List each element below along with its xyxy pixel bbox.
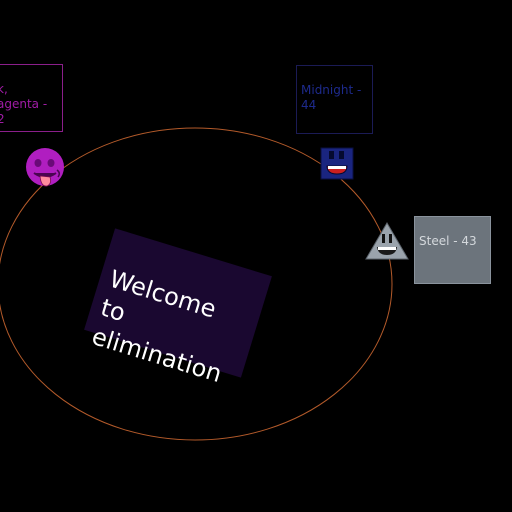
score-text-magenta: k, agenta - 2: [0, 82, 48, 126]
magenta-eye-right: [47, 159, 55, 167]
steel-body: [365, 222, 409, 260]
contestant-steel[interactable]: [365, 222, 409, 260]
midnight-teeth: [328, 166, 346, 169]
steel-eye-left: [382, 234, 385, 243]
score-box-magenta: k, agenta - 2: [0, 64, 63, 132]
score-text-midnight: Midnight - 44: [301, 83, 362, 112]
magenta-tongue: [39, 175, 51, 187]
steel-eye-right: [389, 234, 392, 243]
steel-teeth: [378, 247, 396, 250]
ring-ellipse: [0, 127, 393, 441]
score-box-steel: Steel - 43: [414, 216, 491, 284]
contestant-magenta[interactable]: [25, 148, 67, 192]
score-text-steel: Steel - 43: [419, 234, 477, 248]
midnight-eye-right: [339, 151, 344, 159]
magenta-cheek: [56, 169, 61, 178]
contestant-midnight[interactable]: [319, 147, 355, 181]
magenta-body: [26, 148, 64, 186]
midnight-eye-left: [329, 151, 334, 159]
score-box-midnight: Midnight - 44: [296, 65, 373, 134]
magenta-eye-left: [34, 159, 42, 167]
